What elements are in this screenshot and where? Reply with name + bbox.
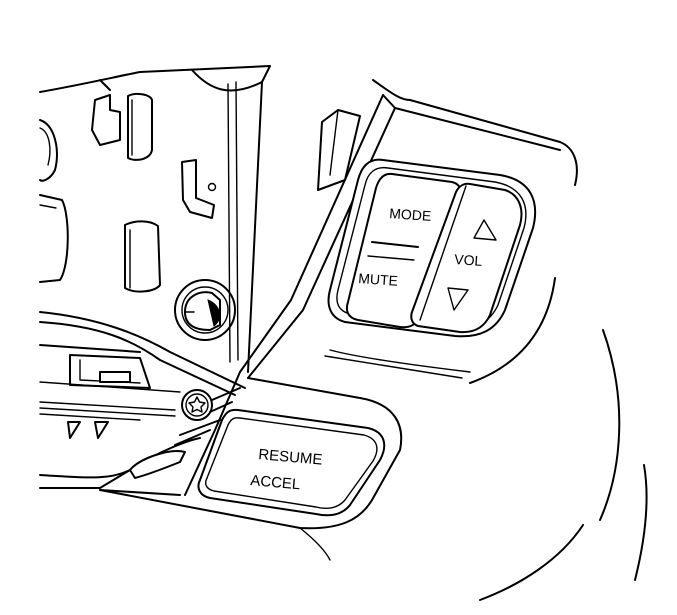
star-screw-icon	[181, 387, 241, 421]
volume-rocker-button[interactable]: VOL	[410, 182, 523, 334]
resume-accel-button[interactable]: RESUME ACCEL	[197, 408, 386, 517]
mode-mute-divider	[371, 241, 419, 248]
mute-label: MUTE	[358, 270, 399, 289]
mounting-bracket	[39, 65, 271, 373]
lower-housing	[39, 311, 246, 496]
accel-label: ACCEL	[250, 472, 301, 493]
mode-label: MODE	[389, 205, 432, 224]
resume-label: RESUME	[258, 446, 323, 469]
vol-label: VOL	[454, 251, 483, 269]
steering-wheel-rim	[479, 329, 648, 601]
triangle-up-outline-icon[interactable]	[473, 219, 497, 241]
triangle-down-outline-icon[interactable]	[447, 287, 469, 311]
lower-spoke-trim	[99, 371, 403, 561]
mode-mute-button[interactable]: MODE MUTE	[345, 172, 462, 329]
